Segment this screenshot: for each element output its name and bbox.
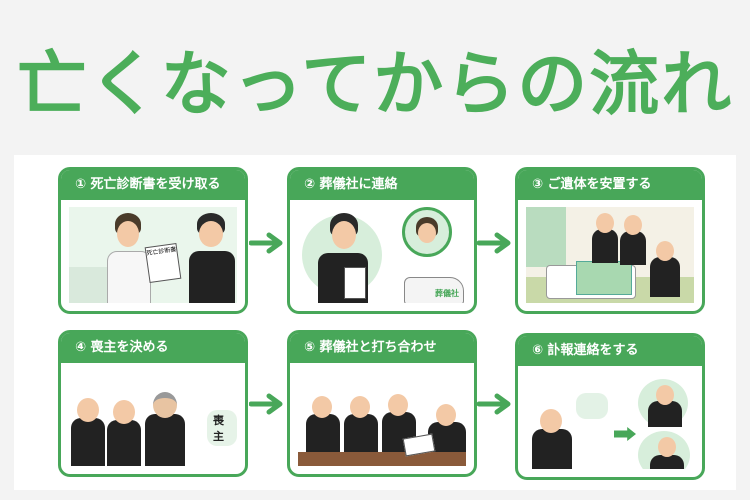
chief-mourner-tag: 喪主 — [207, 410, 237, 446]
page-title: 亡くなってからの流れ — [16, 43, 734, 125]
arrow-right-icon — [477, 393, 511, 415]
step-title: ④ 喪主を決める — [61, 333, 245, 363]
step-card-1: ① 死亡診断書を受け取る 死亡診断書 — [58, 167, 248, 314]
arrow-right-icon — [249, 232, 283, 254]
illustration-notification — [526, 373, 694, 469]
step-title: ② 葬儀社に連絡 — [290, 170, 474, 200]
step-title: ⑤ 葬儀社と打ち合わせ — [290, 333, 474, 363]
illustration-chief-mourner: 喪主 — [69, 370, 237, 466]
arrow-right-icon — [249, 393, 283, 415]
arrow-right-icon — [614, 427, 636, 441]
step-title: ③ ご遺体を安置する — [518, 170, 702, 200]
step-title: ⑥ 訃報連絡をする — [518, 336, 702, 366]
illustration-meeting — [298, 370, 466, 466]
step-title: ① 死亡診断書を受け取る — [61, 170, 245, 200]
arrow-right-icon — [477, 232, 511, 254]
step-card-3: ③ ご遺体を安置する — [515, 167, 705, 314]
hearse-van: 葬儀社 — [404, 277, 464, 303]
step-card-5: ⑤ 葬儀社と打ち合わせ — [287, 330, 477, 477]
step-card-4: ④ 喪主を決める 喪主 — [58, 330, 248, 477]
step-card-2: ② 葬儀社に連絡 葬儀社 — [287, 167, 477, 314]
illustration-phone-call: 葬儀社 — [298, 207, 466, 303]
illustration-laying-body — [526, 207, 694, 303]
step-card-6: ⑥ 訃報連絡をする — [515, 333, 705, 480]
death-certificate: 死亡診断書 — [144, 242, 182, 284]
illustration-doctor-handing-certificate: 死亡診断書 — [69, 207, 237, 303]
